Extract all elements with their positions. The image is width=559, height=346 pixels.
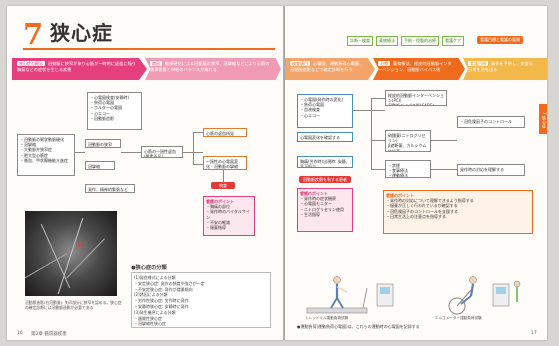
- exam-tag: 検査項目: [290, 61, 310, 67]
- header-tag: 看護ケア: [442, 36, 464, 46]
- cause-tag: 病因: [150, 61, 162, 67]
- ergometer-illustration: [448, 276, 521, 315]
- onset-box: 発作、精神的緊張など: [85, 184, 135, 193]
- connector: [193, 132, 203, 133]
- connector: [193, 132, 194, 164]
- treadmill-illustration: [306, 276, 394, 314]
- header-tag: 診断・検査: [347, 36, 373, 46]
- treatment-tag: 治療: [378, 61, 390, 67]
- thrombus-box: 心筋の虚血所見: [203, 128, 247, 137]
- nursing-point-left: ・発作時のバイタルサイン: [206, 209, 250, 220]
- header-tags: 診断・検査 薬物療法 手術・侵襲的治療 看護ケア: [347, 36, 464, 46]
- treatment-text: 薬物療法、経皮的冠動脈インターベンション、冠動脈バイパス術: [378, 61, 452, 72]
- nursing-point-right: ・発作時の症状観察: [300, 195, 336, 201]
- connector: [353, 110, 385, 111]
- connector: [431, 169, 457, 170]
- goal-band: 看護目標発作を予防し、安全な日常生活を送る: [463, 58, 547, 80]
- exam-pill: 検査: [211, 182, 235, 190]
- header-tag: 手術・侵襲的治療: [401, 36, 439, 46]
- nursing-points-orange-title: 看護のポイント: [386, 192, 414, 198]
- cause-band: 病因動脈硬化による冠動脈の狭窄、冠攣縮などにより心筋の酸素需要と供給のバランスが…: [145, 58, 281, 80]
- photo-caption: 冠動脈造影(右冠動脈): 矢印部分に狭窄を認める。狭心症の確定診断には冠動脈造影…: [25, 300, 122, 311]
- nursing-point-right: ・心電図モニター: [300, 201, 332, 207]
- risk-factor-box: ・冠危険因子のコントロール: [457, 116, 525, 128]
- connector: [75, 152, 85, 153]
- follow-box: 発作時の対応を理解する: [457, 164, 525, 176]
- nursing-point-right: ・ニトログリセリン使用: [300, 206, 344, 212]
- chapter-title: 狭心症: [50, 21, 113, 45]
- connector: [223, 170, 224, 182]
- concept-tag: 狭心症の概念: [17, 61, 45, 67]
- connector: [193, 164, 203, 165]
- ischemic-box: 胸痛(労作時)出現時: 安静、舌下投与: [297, 156, 353, 168]
- left-page: 7 狭心症 狭心症の概念冠動脈に狭窄があり心筋が一時的に虚血に陥り胸痛などの症状…: [7, 6, 283, 340]
- nursing-point-right: ・生活指導: [300, 212, 320, 218]
- nursing-points-left: 看護のポイント ・胸痛の部位 ・発作時のバイタルサイン ・不安の軽減 ・服薬指導: [203, 196, 255, 236]
- concept-text: 冠動脈に狭窄があり心筋が一時的に虚血に陥り胸痛などの症状を生じる疾患: [17, 61, 136, 72]
- connector: [431, 140, 457, 141]
- concept-band: 狭心症の概念冠動脈に狭窄があり心筋が一時的に虚血に陥り胸痛などの症状を生じる疾患: [12, 58, 147, 80]
- treatment-band: 治療薬物療法、経皮的冠動脈インターベンション、冠動脈バイパス術: [373, 58, 465, 80]
- cause-text: 動脈硬化による冠動脈の狭窄、冠攣縮などにより心筋の酸素需要と供給のバランスが崩れ…: [150, 61, 270, 72]
- nursing-points-orange: 看護のポイント ・発作時の対応について理解できるよう指導する ・服薬が正しく行わ…: [383, 190, 533, 234]
- treadmill-caption: トレッドミル運動負荷試験: [305, 316, 349, 320]
- nursing-points-right: 看護のポイント ・発作時の症状観察 ・心電図モニター ・ニトログリセリン使用 ・…: [297, 188, 353, 232]
- causes-box: ・冠動脈の粥状動脈硬化 ・冠攣縮 ・大動脈弁狭窄症 ・肥大型心筋症 ・貧血、甲状…: [17, 134, 75, 176]
- angiogram-photo: ↙: [25, 211, 117, 296]
- nursing-point-left: ・服薬指導: [206, 225, 226, 231]
- nursing-points-right-title: 看護のポイント: [300, 190, 328, 196]
- nursing-point-orange: ・発作時の対応について理解できるよう指導する: [386, 197, 474, 203]
- ecg-change-box: 一過性の心電図変化・冠動脈の攣縮: [203, 156, 247, 170]
- pathology-box: 冠動脈の狭窄: [85, 139, 121, 148]
- goal-text: 発作を予防し、安全な日常生活を送る: [468, 61, 533, 72]
- ecg-exam-box: ・心電図(発作時の変化) ・負荷心電図 ・血液検査 ・心エコー: [297, 94, 353, 128]
- connector: [371, 98, 372, 170]
- exam-text: 心電図、運動負荷心電図、冠動脈造影などで確定診断を行う: [290, 61, 364, 72]
- chapter-number: 7: [23, 17, 44, 51]
- nursing-point-left: ・不安の軽減: [206, 220, 230, 226]
- connector: [371, 98, 385, 99]
- medication-box: 硝酸薬(ニトログリセリン) β遮断薬、カルシウム拮抗薬: [385, 130, 431, 152]
- right-page: 診断・検査 薬物療法 手術・侵襲的治療 看護ケア 看護目標と看護の展開 検査項目…: [285, 6, 547, 340]
- spasm-box: 冠攣縮: [85, 161, 115, 170]
- page-number-left: 16: [17, 331, 23, 336]
- ergometer-caption: エルゴメーター運動負荷試験: [435, 316, 482, 320]
- lifestyle-box: ・禁煙 ・食事療法 ・運動療法: [385, 160, 431, 178]
- classification-text: (1)発症様式による分類 ・安定狭心症: 発作の頻度や強さが一定 ・不安定狭心症…: [131, 272, 271, 328]
- bottom-note: ●運動負荷(運動負荷心電図)は、これらの運動時の心電図を記録する: [297, 324, 420, 329]
- nursing-point-left: ・胸痛の部位: [206, 203, 230, 209]
- ischemia-box: 心筋の一過性虚血(酸素不足): [141, 146, 183, 158]
- connector: [371, 140, 385, 141]
- arrow-icon: ↙: [77, 240, 84, 249]
- nursing-point-orange: ・日常生活上の注意点を指導する: [386, 214, 446, 220]
- page-number-right: 17: [531, 331, 537, 336]
- classification-title: ●狭心症の分類: [131, 265, 167, 271]
- connector: [371, 169, 385, 170]
- pci-box: 経皮的冠動脈インターベンション(PCI) 冠動脈バイパス術(CABG): [385, 90, 447, 106]
- goal-tag: 看護目標: [468, 61, 488, 67]
- title-rule: [23, 48, 275, 50]
- patient-pill: 冠動脈疾患を有する患者: [299, 176, 351, 184]
- book-spine: [283, 6, 285, 340]
- exam-band: 検査項目心電図、運動負荷心電図、冠動脈造影などで確定診断を行う: [285, 58, 375, 80]
- stress-box: 心電図変化を確認する: [297, 132, 353, 142]
- nursing-point-orange: ・冠危険因子のコントロールを支援する: [386, 208, 458, 214]
- nursing-point-orange: ・服薬が正しく行われているか確認する: [386, 203, 458, 209]
- connector: [121, 152, 141, 153]
- header-label: 看護目標と看護の展開: [477, 36, 523, 44]
- header-tag: 薬物療法: [376, 36, 398, 46]
- side-tab: 7 狭心症: [539, 104, 547, 134]
- exam-list-box: ・心電図検査(安静時) ・負荷心電図 ・ホルター心電図 ・心エコー ・冠動脈造影: [87, 92, 142, 130]
- running-head-left: 第2章 循環器疾患: [31, 332, 67, 337]
- nursing-points-left-title: 看護のポイント: [206, 198, 234, 204]
